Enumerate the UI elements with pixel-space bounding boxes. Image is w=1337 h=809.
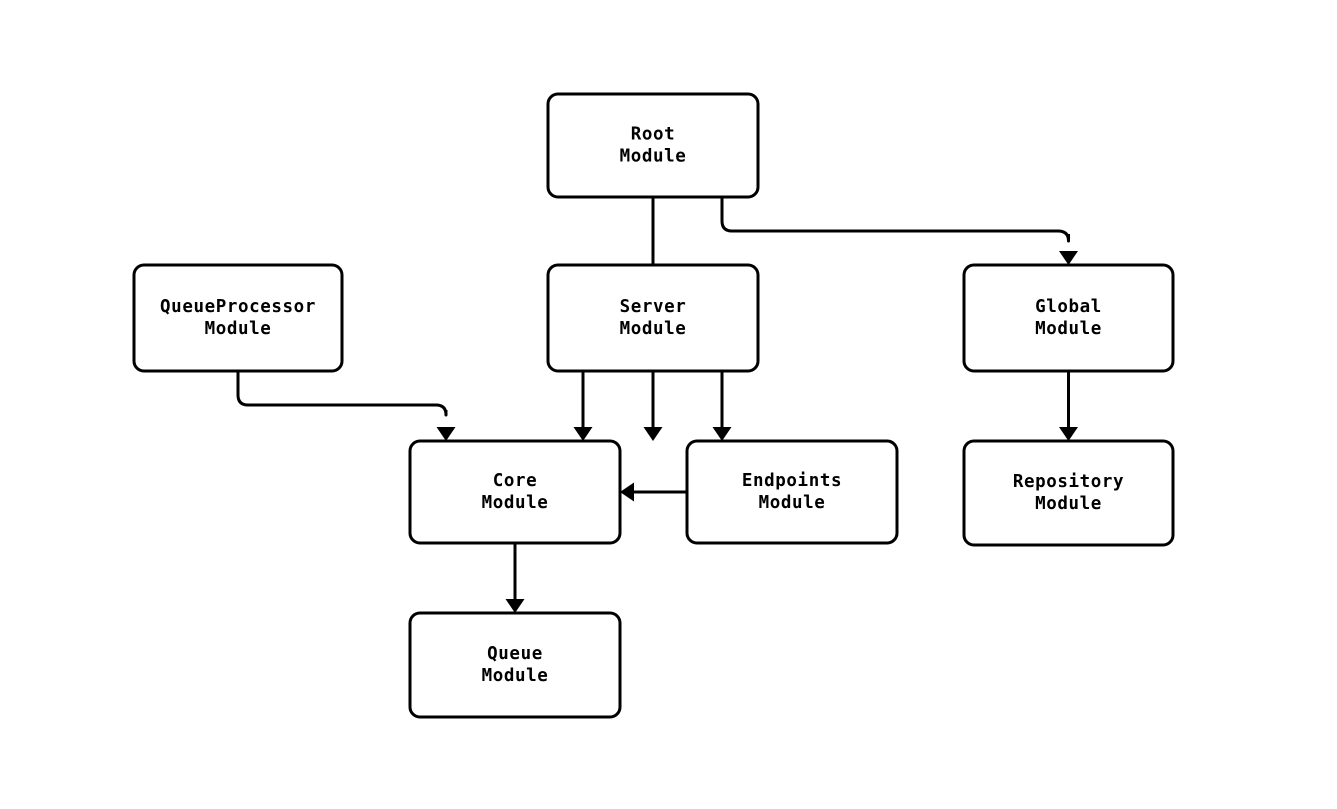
edge-arrowhead bbox=[643, 427, 663, 441]
edge-arrowhead bbox=[573, 427, 593, 441]
edge-arrowhead bbox=[620, 482, 634, 502]
edge-arrowhead bbox=[505, 599, 525, 613]
edge-layer bbox=[236, 197, 1078, 613]
edge-arrowhead bbox=[1059, 251, 1078, 265]
edge-queueprocessor-core bbox=[236, 371, 456, 441]
edge-root-global bbox=[720, 197, 1078, 265]
edge-arrowhead bbox=[712, 427, 732, 441]
edge-server-core bbox=[573, 371, 593, 441]
edge-arrowhead bbox=[1059, 427, 1078, 441]
edge-endpoints-core bbox=[620, 482, 687, 502]
edge-global-repository bbox=[1059, 371, 1078, 441]
node-box[interactable] bbox=[408, 611, 622, 719]
edge-core-queue bbox=[505, 543, 525, 613]
edge-arrowhead bbox=[436, 427, 456, 441]
node-box[interactable] bbox=[546, 263, 760, 373]
node-box[interactable] bbox=[685, 439, 899, 545]
edge-line bbox=[720, 197, 1070, 243]
node-box[interactable] bbox=[546, 92, 760, 199]
edge-server-endpoints bbox=[712, 371, 732, 441]
node-box[interactable] bbox=[408, 439, 622, 545]
node-box[interactable] bbox=[132, 263, 344, 373]
node-box[interactable] bbox=[962, 439, 1175, 547]
node-box[interactable] bbox=[962, 263, 1175, 373]
edge-line bbox=[236, 371, 448, 417]
